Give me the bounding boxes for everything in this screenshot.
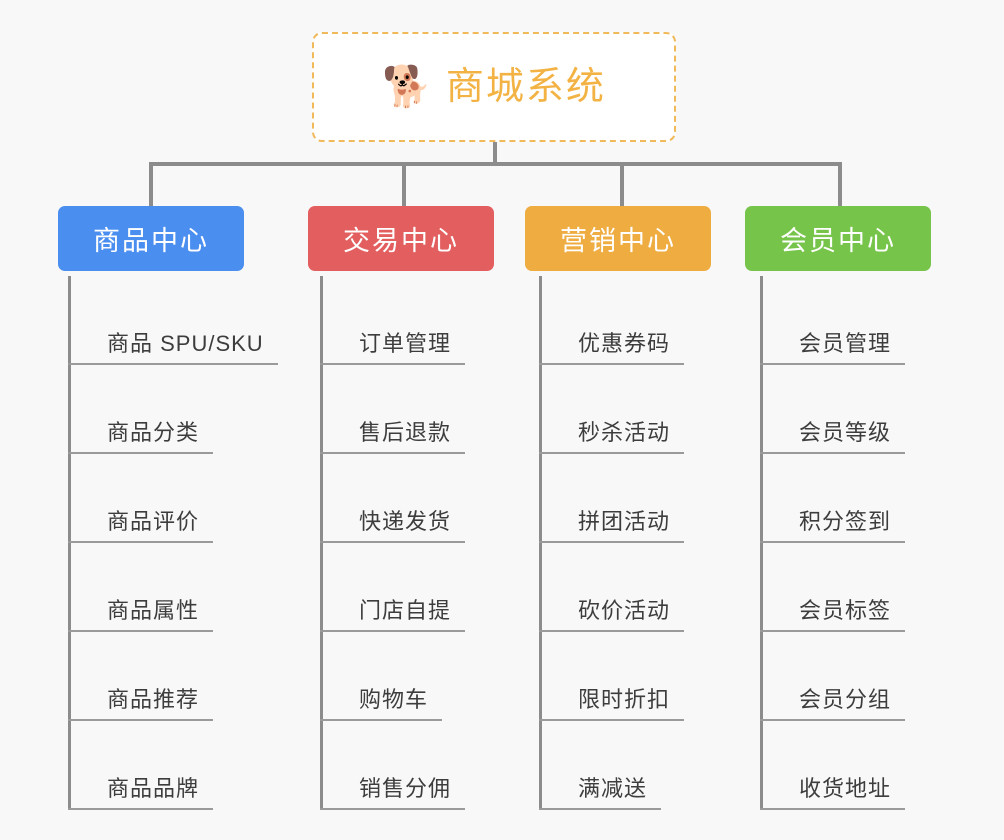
leaf-item[interactable]: 拼团活动 [539,454,684,543]
leaf-item[interactable]: 售后退款 [320,365,465,454]
leaf-item-underline [539,630,684,632]
leaf-item-underline [320,541,465,543]
leaf-item[interactable]: 砍价活动 [539,543,684,632]
leaf-item-label: 会员管理 [799,331,892,356]
category-label: 会员中心 [780,226,896,256]
leaf-item-label: 购物车 [359,687,429,712]
leaf-item-label: 优惠券码 [578,331,671,356]
leaf-item[interactable]: 会员管理 [760,276,905,365]
leaf-item-underline [539,541,684,543]
leaf-item-label: 秒杀活动 [578,420,671,445]
leaf-item-underline [320,630,465,632]
leaf-item[interactable]: 销售分佣 [320,721,465,810]
leaf-item[interactable]: 优惠券码 [539,276,684,365]
shiba-dog-face-icon: 🐕 [382,65,432,109]
leaf-item-label: 商品评价 [107,509,200,534]
leaf-item-underline [68,541,213,543]
branch-4: 会员管理会员等级积分签到会员标签会员分组收货地址 [760,276,905,810]
leaf-item-label: 限时折扣 [578,687,671,712]
leaf-item-underline [760,452,905,454]
leaf-item-underline [68,363,278,365]
leaf-item-underline [760,630,905,632]
category-label: 营销中心 [560,226,676,256]
branch-2: 订单管理售后退款快递发货门店自提购物车销售分佣 [320,276,465,810]
leaf-item-label: 会员等级 [799,420,892,445]
leaf-item-underline [760,719,905,721]
leaf-item-underline [320,719,442,721]
connector-root-stem [493,142,497,164]
leaf-item-label: 销售分佣 [359,776,452,801]
leaf-item-underline [760,541,905,543]
leaf-item[interactable]: 商品分类 [68,365,264,454]
leaf-item[interactable]: 订单管理 [320,276,465,365]
leaf-item[interactable]: 商品 SPU/SKU [68,276,278,365]
leaf-item-underline [68,452,213,454]
leaf-item[interactable]: 商品属性 [68,543,264,632]
leaf-item-underline [539,719,684,721]
branch-trunk-line [539,276,542,810]
leaf-item[interactable]: 快递发货 [320,454,465,543]
leaf-item[interactable]: 限时折扣 [539,632,684,721]
leaf-item-label: 会员分组 [799,687,892,712]
leaf-item-underline [760,808,905,810]
leaf-item-label: 订单管理 [359,331,452,356]
leaf-item[interactable]: 会员标签 [760,543,905,632]
category-box-4[interactable]: 会员中心 [745,206,931,271]
leaf-item-label: 商品 SPU/SKU [107,331,264,356]
category-box-2[interactable]: 交易中心 [308,206,494,271]
connector-drop-2 [402,162,406,207]
root-node[interactable]: 🐕 商城系统 [312,32,676,142]
leaf-item-label: 快递发货 [359,509,452,534]
leaf-item[interactable]: 收货地址 [760,721,905,810]
leaf-item-label: 收货地址 [799,776,892,801]
branch-trunk-line [760,276,763,810]
leaf-item-label: 满减送 [578,776,648,801]
category-label: 交易中心 [343,226,459,256]
category-box-1[interactable]: 商品中心 [58,206,244,271]
leaf-item[interactable]: 会员等级 [760,365,905,454]
leaf-item[interactable]: 商品推荐 [68,632,264,721]
leaf-item-label: 门店自提 [359,598,452,623]
leaf-item-label: 商品分类 [107,420,200,445]
leaf-item-underline [320,452,465,454]
leaf-item[interactable]: 满减送 [539,721,670,810]
branch-trunk-line [68,276,71,810]
leaf-item[interactable]: 商品品牌 [68,721,264,810]
leaf-item-underline [320,808,465,810]
leaf-item-label: 拼团活动 [578,509,671,534]
leaf-item-underline [320,363,465,365]
leaf-item[interactable]: 门店自提 [320,543,465,632]
connector-horizontal-bus [149,162,839,166]
leaf-item-underline [539,452,684,454]
leaf-item-label: 商品推荐 [107,687,200,712]
category-box-3[interactable]: 营销中心 [525,206,711,271]
connector-drop-4 [838,162,842,207]
root-node-label: 商城系统 [445,66,606,108]
leaf-item-label: 商品属性 [107,598,200,623]
leaf-item[interactable]: 购物车 [320,632,451,721]
leaf-item-underline [539,808,661,810]
branch-trunk-line [320,276,323,810]
leaf-item-label: 积分签到 [799,509,892,534]
leaf-item-underline [68,808,213,810]
leaf-item[interactable]: 会员分组 [760,632,905,721]
category-label: 商品中心 [93,226,209,256]
leaf-item-label: 售后退款 [359,420,452,445]
leaf-item-label: 会员标签 [799,598,892,623]
connector-drop-3 [620,162,624,207]
branch-1: 商品 SPU/SKU 商品分类商品评价商品属性商品推荐商品品牌 [68,276,278,810]
connector-drop-1 [149,162,153,207]
leaf-item-underline [760,363,905,365]
leaf-item[interactable]: 秒杀活动 [539,365,684,454]
branch-3: 优惠券码秒杀活动拼团活动砍价活动限时折扣满减送 [539,276,684,810]
leaf-item[interactable]: 积分签到 [760,454,905,543]
leaf-item-underline [68,630,213,632]
leaf-item-label: 商品品牌 [107,776,200,801]
leaf-item-underline [539,363,684,365]
leaf-item[interactable]: 商品评价 [68,454,264,543]
leaf-item-label: 砍价活动 [578,598,671,623]
leaf-item-underline [68,719,213,721]
